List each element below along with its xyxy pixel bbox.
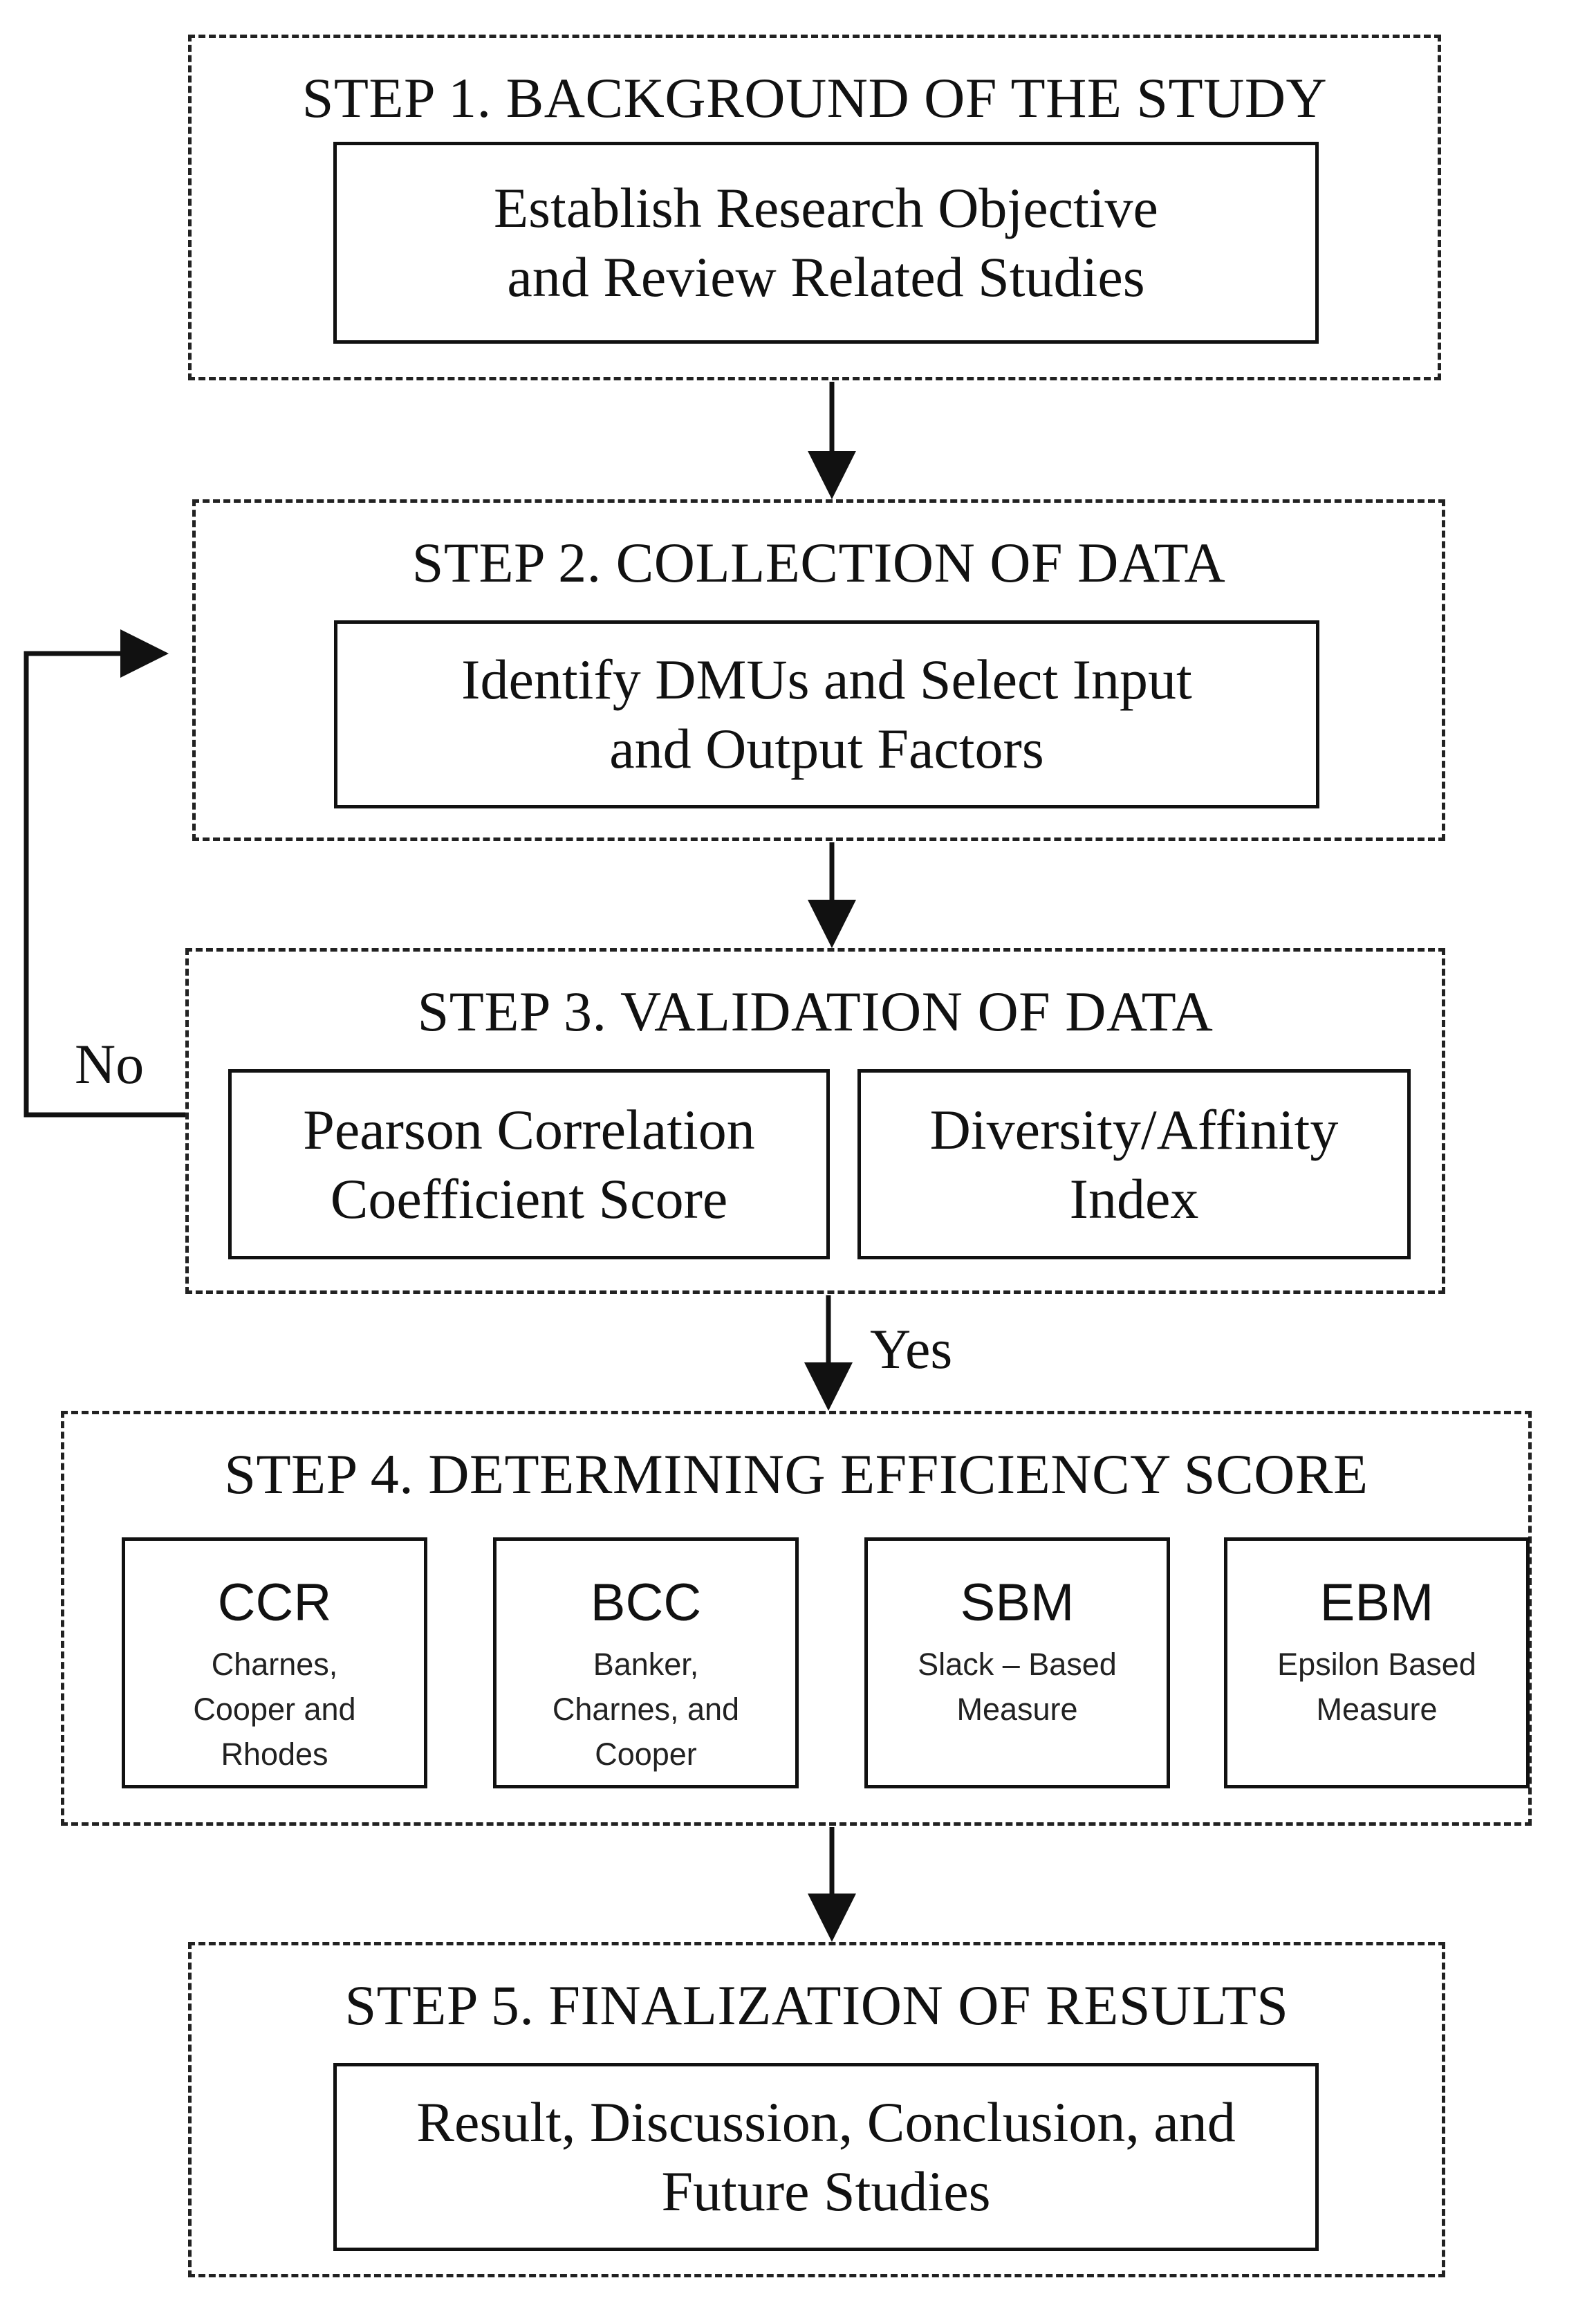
label-yes: Yes [870, 1317, 953, 1380]
step-4-method-ebm: EBM Epsilon Based Measure [1224, 1537, 1530, 1788]
step-2-title: STEP 2. COLLECTION OF DATA [411, 531, 1226, 594]
step-1-box-text: Establish Research Objective and Review … [494, 176, 1158, 308]
step-3-box-diversity: Diversity/Affinity Index [857, 1069, 1411, 1259]
step-3-pearson-text: Pearson Correlation Coefficient Score [303, 1098, 755, 1230]
ccr-abbr: CCR [217, 1573, 332, 1632]
step-5-container: STEP 5. FINALIZATION OF RESULTS Result, … [188, 1942, 1445, 2277]
bcc-desc: Banker, Charnes, and Cooper [552, 1647, 740, 1772]
feedback-loop-no [24, 651, 185, 1118]
step-3-title: STEP 3. VALIDATION OF DATA [417, 980, 1214, 1043]
ebm-abbr: EBM [1319, 1573, 1434, 1632]
step-4-container: STEP 4. DETERMINING EFFICIENCY SCORE CCR… [61, 1411, 1532, 1826]
step-2-box-text: Identify DMUs and Select Input and Outpu… [461, 648, 1192, 780]
ccr-desc: Charnes, Cooper and Rhodes [193, 1647, 356, 1772]
step-4-method-bcc: BCC Banker, Charnes, and Cooper [493, 1537, 799, 1788]
step-2-box: Identify DMUs and Select Input and Outpu… [334, 620, 1319, 808]
step-4-method-sbm: SBM Slack – Based Measure [864, 1537, 1170, 1788]
step-5-box-text: Result, Discussion, Conclusion, and Futu… [416, 2091, 1236, 2223]
step-1-box: Establish Research Objective and Review … [333, 142, 1319, 344]
step-1-title: STEP 1. BACKGROUND OF THE STUDY [301, 66, 1328, 129]
step-3-box-pearson: Pearson Correlation Coefficient Score [228, 1069, 830, 1259]
step-2-container: STEP 2. COLLECTION OF DATA Identify DMUs… [192, 499, 1445, 841]
label-no: No [75, 1033, 145, 1095]
step-3-diversity-text: Diversity/Affinity Index [929, 1098, 1339, 1230]
step-5-title: STEP 5. FINALIZATION OF RESULTS [344, 1974, 1289, 2037]
ebm-desc: Epsilon Based Measure [1277, 1647, 1476, 1727]
sbm-abbr: SBM [960, 1573, 1075, 1632]
step-4-title: STEP 4. DETERMINING EFFICIENCY SCORE [224, 1443, 1368, 1506]
step-4-method-ccr: CCR Charnes, Cooper and Rhodes [122, 1537, 427, 1788]
step-5-box: Result, Discussion, Conclusion, and Futu… [333, 2063, 1319, 2251]
step-3-container: STEP 3. VALIDATION OF DATA Pearson Corre… [185, 948, 1445, 1294]
step-1-container: STEP 1. BACKGROUND OF THE STUDY Establis… [188, 35, 1441, 380]
sbm-desc: Slack – Based Measure [918, 1647, 1117, 1727]
bcc-abbr: BCC [590, 1573, 702, 1632]
